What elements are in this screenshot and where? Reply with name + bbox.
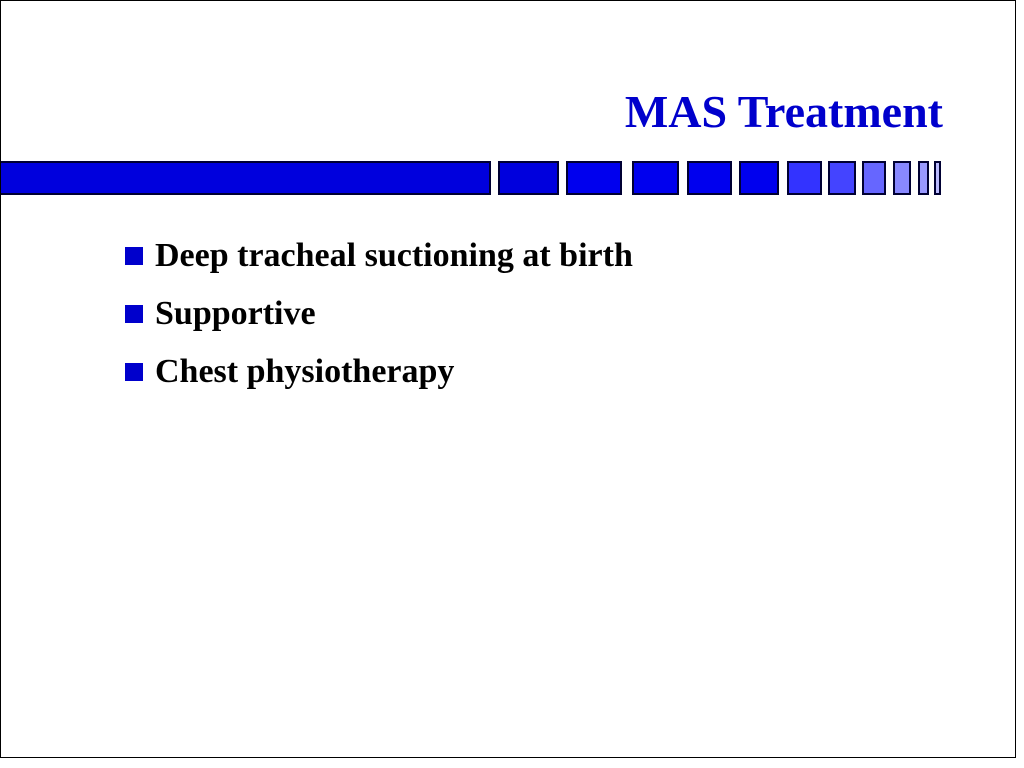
decorative-bar-segment: [687, 161, 732, 195]
decorative-bar-segment: [828, 161, 856, 195]
bullet-list: Deep tracheal suctioning at birth Suppor…: [125, 227, 633, 401]
slide: MAS Treatment Deep tracheal suctioning a…: [0, 0, 1016, 758]
bullet-text: Deep tracheal suctioning at birth: [155, 237, 633, 274]
square-bullet-icon: [125, 363, 143, 381]
decorative-bar-main: [1, 161, 491, 195]
decorative-bar-segment: [862, 161, 886, 195]
bullet-item: Deep tracheal suctioning at birth: [125, 227, 633, 285]
decorative-bar-segment: [566, 161, 622, 195]
slide-title: MAS Treatment: [624, 86, 943, 137]
bullet-text: Supportive: [155, 295, 316, 332]
decorative-bar-segment: [934, 161, 941, 195]
decorative-bar-segment: [632, 161, 679, 195]
decorative-bar-segment: [893, 161, 911, 195]
decorative-bar-segment: [498, 161, 559, 195]
bullet-text: Chest physiotherapy: [155, 353, 455, 390]
bullet-item: Supportive: [125, 285, 633, 343]
decorative-bar-segment: [739, 161, 779, 195]
decorative-bar-segment: [918, 161, 929, 195]
square-bullet-icon: [125, 305, 143, 323]
decorative-bar-segment: [787, 161, 822, 195]
square-bullet-icon: [125, 247, 143, 265]
bullet-item: Chest physiotherapy: [125, 343, 633, 401]
